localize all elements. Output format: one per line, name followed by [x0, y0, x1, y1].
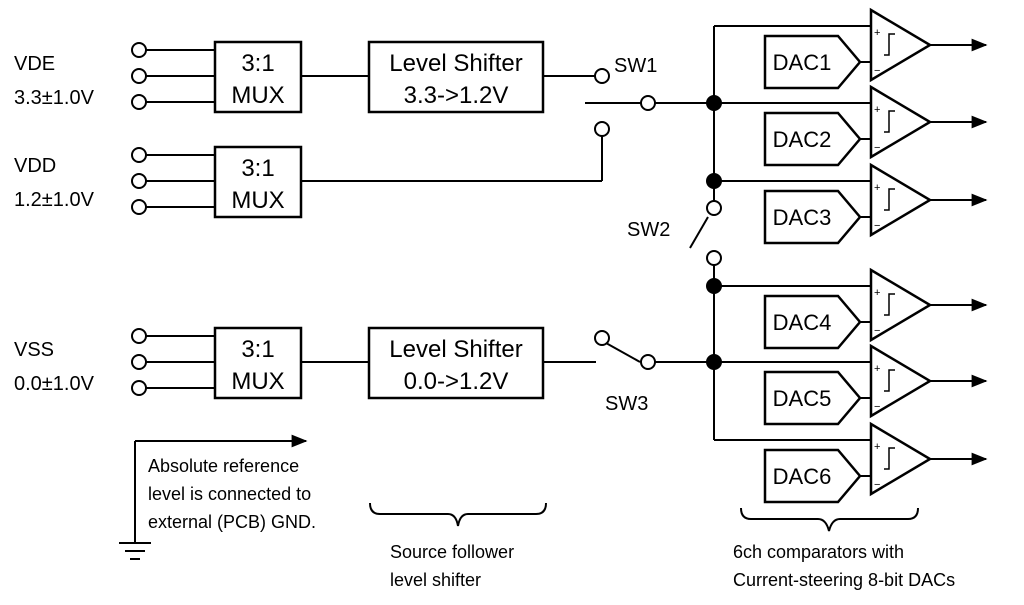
input-label-vde: VDE: [14, 53, 55, 75]
caption-line: Source follower: [390, 542, 514, 562]
switch-sw2: SW2: [627, 181, 722, 286]
mux-input-terminal: [131, 68, 147, 84]
junction-dot: [706, 278, 722, 294]
comparator-plus-sign: +: [874, 27, 880, 39]
input-range-vdd: 1.2±1.0V: [14, 189, 95, 211]
mux-input-terminal: [131, 328, 147, 344]
level-shifter-conversion: 3.3->1.2V: [404, 82, 509, 109]
mux-label: MUX: [231, 82, 284, 109]
mux-label: MUX: [231, 187, 284, 214]
comparator-plus-sign: +: [874, 287, 880, 299]
mux-label: MUX: [231, 368, 284, 395]
comparator-ch1: DAC1 + −: [763, 7, 988, 90]
reference-note-line: Absolute reference: [148, 456, 299, 476]
upper-bus: [706, 25, 871, 189]
dac-label: DAC6: [773, 464, 832, 489]
comparator-ch3: DAC3 + −: [763, 162, 988, 245]
mux-ratio-label: 3:1: [241, 50, 274, 77]
ground-icon: [119, 542, 151, 560]
mux-input-terminal: [131, 354, 147, 370]
mux-vss: 3:1 MUX: [131, 326, 303, 400]
switch-sw3: SW3: [543, 330, 714, 415]
comparator-ch4: DAC4 + −: [763, 267, 988, 350]
dac-label: DAC3: [773, 205, 832, 230]
comparator-ch5: DAC5 + −: [763, 343, 988, 426]
comparator-plus-sign: +: [874, 441, 880, 453]
junction-dot: [706, 354, 722, 370]
comparator-minus-sign: −: [874, 325, 880, 337]
input-label-vdd: VDD: [14, 155, 56, 177]
source-follower-caption: Source follower level shifter: [369, 502, 547, 590]
mux-vdd: 3:1 MUX: [131, 145, 303, 219]
caption-line: Current-steering 8-bit DACs: [733, 570, 955, 590]
mux-vde: 3:1 MUX: [131, 40, 303, 114]
comparators-caption: 6ch comparators with Current-steering 8-…: [733, 507, 955, 590]
mux-input-terminal: [131, 173, 147, 189]
input-range-vss: 0.0±1.0V: [14, 373, 95, 395]
mux-input-terminal: [131, 380, 147, 396]
comparator-plus-sign: +: [874, 182, 880, 194]
comparator-ch2: DAC2 + −: [763, 84, 988, 167]
dac-label: DAC1: [773, 50, 832, 75]
switch-label-sw2: SW2: [627, 219, 670, 241]
comparator-minus-sign: −: [874, 479, 880, 491]
dac-label: DAC2: [773, 127, 832, 152]
level-shifter-title: Level Shifter: [389, 336, 522, 363]
input-label-vss: VSS: [14, 339, 54, 361]
comparator-ch6: DAC6 + −: [763, 421, 988, 504]
junction-dot: [706, 95, 722, 111]
comparator-minus-sign: −: [874, 401, 880, 413]
level-shifter-1: Level Shifter 3.3->1.2V: [301, 40, 545, 114]
ground-reference: Absolute reference level is connected to…: [119, 434, 316, 560]
comparator-plus-sign: +: [874, 363, 880, 375]
mux-ratio-label: 3:1: [241, 336, 274, 363]
input-range-vde: 3.3±1.0V: [14, 87, 95, 109]
caption-line: level shifter: [390, 570, 481, 590]
brace-icon: [740, 507, 919, 532]
mux-ratio-label: 3:1: [241, 155, 274, 182]
switch-sw1: SW1: [301, 55, 714, 182]
switch-label-sw3: SW3: [605, 393, 648, 415]
dac-label: DAC5: [773, 386, 832, 411]
switch-label-sw1: SW1: [614, 55, 657, 77]
comparator-plus-sign: +: [874, 104, 880, 116]
comparator-minus-sign: −: [874, 142, 880, 154]
dac-label: DAC4: [773, 310, 832, 335]
level-shifter-conversion: 0.0->1.2V: [404, 368, 509, 395]
caption-line: 6ch comparators with: [733, 542, 904, 562]
mux-input-terminal: [131, 42, 147, 58]
brace-icon: [369, 502, 547, 527]
comparator-minus-sign: −: [874, 220, 880, 232]
comparator-minus-sign: −: [874, 65, 880, 77]
reference-note-line: level is connected to: [148, 484, 311, 504]
mux-input-terminal: [131, 94, 147, 110]
level-shifter-2: Level Shifter 0.0->1.2V: [301, 326, 545, 400]
mux-input-terminal: [131, 147, 147, 163]
level-shifter-title: Level Shifter: [389, 50, 522, 77]
junction-dot: [706, 173, 722, 189]
lower-bus: [706, 278, 871, 441]
reference-note-line: external (PCB) GND.: [148, 512, 316, 532]
mux-input-terminal: [131, 199, 147, 215]
